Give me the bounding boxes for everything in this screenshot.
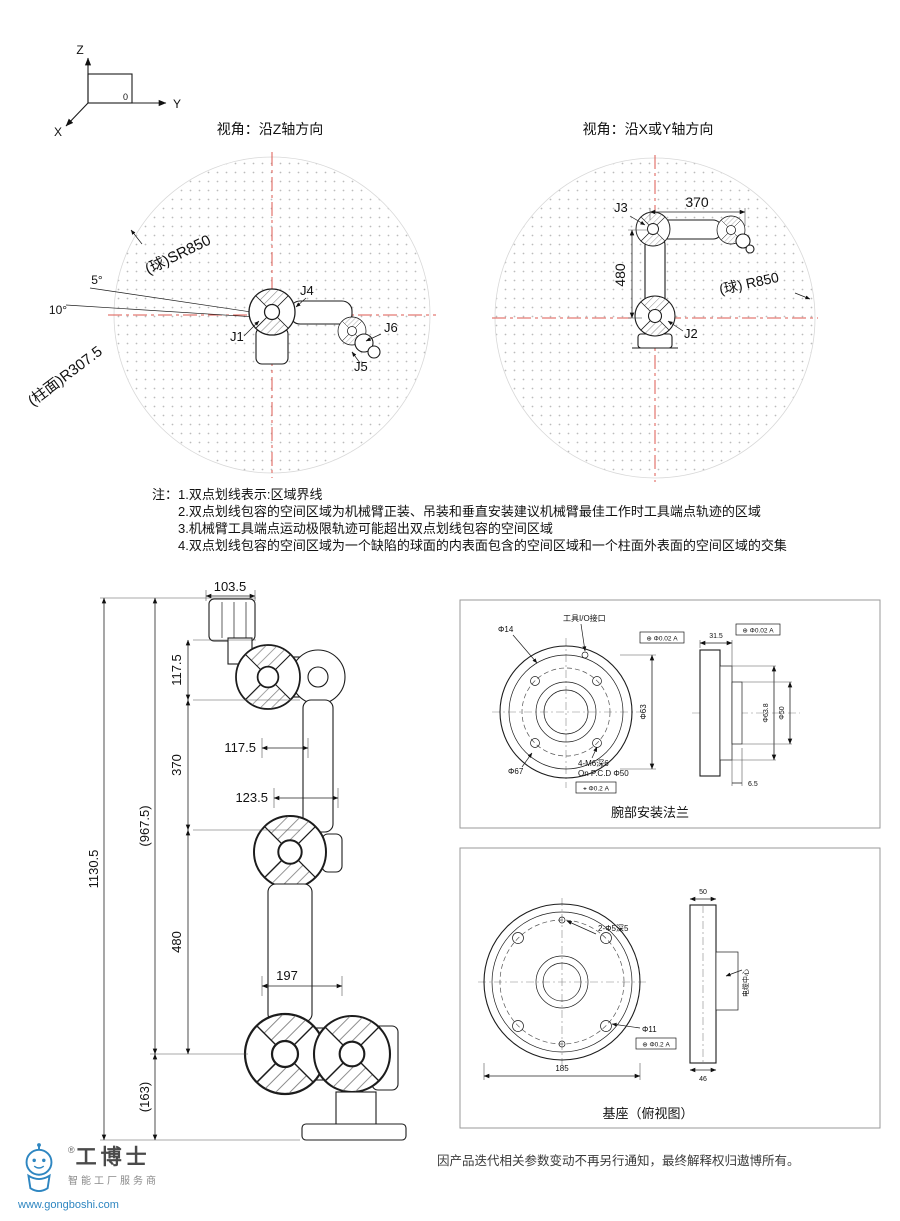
- top-view-title: 视角：沿Z轴方向: [217, 121, 324, 137]
- io-port-label: 工具I/O接口: [563, 613, 606, 623]
- joint-j4-label: J4: [300, 283, 314, 298]
- axis-x-label: X: [54, 125, 62, 139]
- angle-5-label: 5°: [91, 273, 103, 287]
- note-item-3: 3.机械臂工具端点运动极限轨迹可能超出双点划线包容的空间区域: [178, 521, 553, 536]
- notes-label: 注：: [152, 487, 179, 502]
- axis-origin-label: 0: [123, 92, 128, 102]
- brand-tagline: 智能工厂服务商: [68, 1176, 159, 1187]
- tol-runout-frame-side: ⊕ Φ0.02 A: [742, 628, 774, 635]
- side-view-title: 视角：沿X或Y轴方向: [583, 121, 714, 137]
- dim-163-label: (163): [137, 1082, 152, 1112]
- note-item-2: 2.双点划线包容的空间区域为机械臂正装、吊装和垂直安装建议机械臂最佳工作时工具端…: [178, 504, 761, 519]
- robot-front-view: 103.5 117.5 370 480 (967.5) (163) 1130.5…: [86, 579, 407, 1141]
- base-caption: 基座（俯视图）: [602, 1106, 693, 1121]
- angle-10-label: 10°: [49, 303, 67, 317]
- workspace-top-view: 5° 10° (球)SR850 (柱面)R307.5 J1 J4 J6 J5: [25, 152, 436, 478]
- flange-caption: 腕部安装法兰: [611, 805, 689, 820]
- dim-480-label: 480: [612, 263, 628, 287]
- base-detail-panel: 2-Φ5深5 Φ11 ⊕ Φ0.2 A 185 50 46 电缆中心 基座（俯视…: [459, 847, 881, 1129]
- disclaimer-text: 因产品迭代相关参数变动不再另行通知，最终解释权归遨博所有。: [437, 1154, 800, 1168]
- dim-123-5-label: 123.5: [235, 790, 268, 805]
- note-item-1: 1.双点划线表示:区域界线: [178, 487, 323, 502]
- note-item-4: 4.双点划线包容的空间区域为一个缺陷的球面的内表面包含的空间区域和一个柱面外表面…: [178, 538, 787, 553]
- side-dim-6-5-label: 6.5: [748, 781, 758, 788]
- notes-items: 1.双点划线表示:区域界线 2.双点划线包容的空间区域为机械臂正装、吊装和垂直安…: [178, 486, 787, 554]
- brand-website: www.gongboshi.com: [18, 1199, 119, 1211]
- registered-mark: ®: [68, 1145, 75, 1155]
- base-tol-position-frame: ⊕ Φ0.2 A: [642, 1042, 670, 1049]
- footer-brand: ® 工博士 智能工厂服务商 www.gongboshi.com: [16, 1142, 236, 1211]
- cable-center-label: 电缆中心: [741, 969, 750, 997]
- gongboshi-mascot-icon: [25, 1143, 53, 1192]
- dia-63-label: Φ63: [639, 704, 648, 720]
- dim-103-5-label: 103.5: [214, 579, 247, 594]
- brand-name: 工博士: [75, 1146, 151, 1169]
- workspace-side-view: 370 480 J3 J2 (球) R850: [492, 155, 818, 482]
- flange-detail-panel: 工具I/O接口 Φ14 Φ63 ⊕ Φ0.02 A 4-M6深6 On P.C.…: [459, 599, 881, 829]
- joint-j3-label: J3: [614, 200, 628, 215]
- side-dim-31-5-label: 31.5: [709, 633, 723, 640]
- robot-top-view: [248, 288, 381, 365]
- axis-z-label: Z: [76, 43, 83, 57]
- axis-y-label: Y: [173, 97, 181, 111]
- joint-j6-label: J6: [384, 320, 398, 335]
- cylinder-radius-label: (柱面)R307.5: [25, 343, 106, 410]
- side-dia-50-label: Φ50: [779, 706, 786, 719]
- notes-block: 注： 1.双点划线表示:区域界线 2.双点划线包容的空间区域为机械臂正装、吊装和…: [152, 486, 787, 554]
- dia-67-label: Φ67: [508, 767, 524, 776]
- dim-1130-5-label: 1130.5: [86, 850, 101, 889]
- pin-hole-spec-label: 2-Φ5深5: [598, 924, 629, 933]
- dia-11-label: Φ11: [642, 1025, 657, 1034]
- dim-197-label: 197: [276, 968, 298, 983]
- axes-triad: Z Y X 0: [54, 43, 181, 139]
- tol-runout-frame: ⊕ Φ0.02 A: [646, 636, 678, 643]
- tol-position-frame: ⌖ Φ0.2 A: [583, 786, 609, 793]
- dim-46-label: 46: [699, 1076, 707, 1083]
- joint-j1-label: J1: [230, 329, 244, 344]
- robot-side-view: [632, 211, 755, 349]
- side-dia-638-label: Φ63.8: [763, 703, 770, 722]
- dim-117-5-v-label: 117.5: [169, 654, 184, 686]
- bolt-spec-label: 4-M6深6: [578, 759, 609, 768]
- dim-370-label: 370: [685, 194, 709, 210]
- dim-480-front-label: 480: [169, 931, 184, 953]
- bolt-pcd-label: On P.C.D Φ50: [578, 769, 629, 778]
- dim-185-label: 185: [555, 1064, 569, 1073]
- dim-117-5-h-label: 117.5: [224, 740, 256, 755]
- joint-j2-label: J2: [684, 326, 698, 341]
- dim-50-label: 50: [699, 889, 707, 896]
- joint-j5-label: J5: [354, 359, 368, 374]
- dim-370-front-label: 370: [169, 754, 184, 776]
- dim-967-5-label: (967.5): [137, 805, 152, 846]
- dia-14-label: Φ14: [498, 625, 514, 634]
